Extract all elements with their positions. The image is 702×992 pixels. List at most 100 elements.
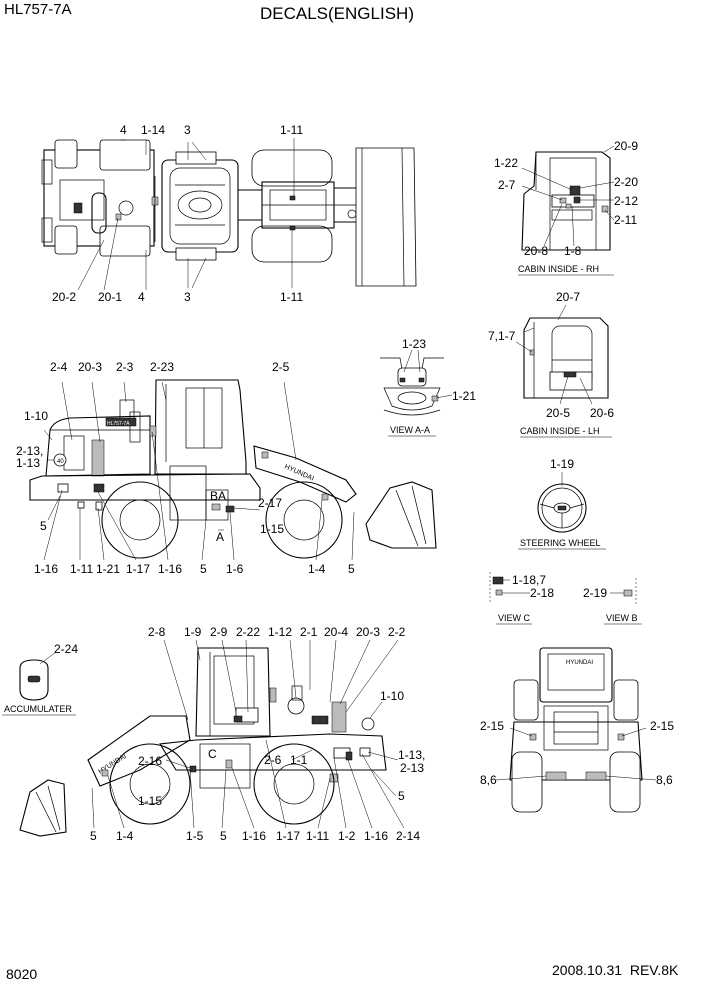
callout: 2-23	[150, 360, 174, 374]
callout: 1-16	[34, 562, 58, 576]
page-number: 8020	[6, 966, 38, 982]
side-view-right: HYUNDAI	[19, 639, 405, 837]
callout: 1-23	[402, 337, 426, 351]
callout: 5	[220, 829, 227, 843]
callout: 1-8	[564, 244, 582, 258]
caption-accumulater: ACCUMULATER	[4, 704, 72, 714]
callout: 1-17	[126, 562, 150, 576]
callout: 2-13	[400, 761, 424, 775]
caption-view-aa: VIEW A-A	[390, 425, 430, 435]
callout: 20-4	[324, 625, 348, 639]
callout: 1-15	[138, 794, 162, 808]
rear-callouts: 2-15 2-15 8,6 8,6	[480, 719, 674, 787]
callout: 4	[138, 290, 145, 304]
callout: 1-4	[308, 562, 326, 576]
callout: 1-21	[452, 389, 476, 403]
callout: 1-15	[260, 522, 284, 536]
callout: 5	[40, 519, 47, 533]
callout: 1-21	[96, 562, 120, 576]
view-a-a	[380, 349, 453, 416]
callout: 5	[200, 562, 207, 576]
callout: 1-17	[276, 829, 300, 843]
brand-decal: HYUNDAI	[283, 463, 315, 482]
callout: 20-7	[556, 290, 580, 304]
caption-cabin-lh: CABIN INSIDE - LH	[520, 426, 600, 436]
callout: 2-16	[138, 754, 162, 768]
callout: 1-19	[550, 457, 574, 471]
callout: 1-4	[116, 829, 134, 843]
callout: 1-11	[280, 123, 303, 137]
callout: 2-15	[650, 719, 674, 733]
letter: B	[210, 489, 218, 503]
speed-badge: 40	[57, 459, 64, 465]
callout: 1-16	[158, 562, 182, 576]
callout: 2-14	[396, 829, 420, 843]
callout: 20-5	[546, 406, 570, 420]
callout: 20-3	[78, 360, 102, 374]
callout: 2-2	[388, 625, 406, 639]
callout: 2-22	[236, 625, 260, 639]
callout: 1-11	[70, 562, 93, 576]
callout: 5	[348, 562, 355, 576]
callout: 1-1	[290, 753, 308, 767]
cabin-lh-callouts: 20-7 7,1-7 20-5 20-6	[488, 290, 614, 420]
callout: 1-13	[16, 456, 40, 470]
letter: A	[216, 530, 224, 544]
callout: 1-16	[242, 829, 266, 843]
callout: 2-3	[116, 360, 134, 374]
callout: 1-2	[338, 829, 356, 843]
caption-steering: STEERING WHEEL	[520, 538, 601, 548]
callout: 3	[184, 290, 191, 304]
callout: 2-15	[480, 719, 504, 733]
callout: 5	[398, 789, 405, 803]
callout: 1-13,	[398, 748, 425, 762]
top-view	[41, 138, 417, 291]
callout: 1-22	[494, 156, 518, 170]
callout: 20-3	[356, 625, 380, 639]
model-label: HL757-7A	[4, 1, 72, 18]
callout: 1-5	[186, 829, 204, 843]
callout: 1-10	[24, 409, 48, 423]
brand-decal-rear: HYUNDAI	[566, 660, 593, 666]
callout: 2-5	[272, 360, 290, 374]
rear-view: HYUNDAI	[495, 647, 657, 813]
callout: 2-18	[530, 586, 554, 600]
caption-view-b: VIEW B	[606, 613, 638, 623]
callout: 1-9	[184, 625, 202, 639]
top-view-callouts: 4 1-14 3 1-11 20-2 20-1 4 3 1-11	[52, 123, 303, 304]
callout: 20-6	[590, 406, 614, 420]
callout: 2-4	[50, 360, 68, 374]
view-b	[610, 578, 637, 604]
steering-wheel	[537, 472, 587, 533]
accumulator	[19, 651, 57, 701]
callout: 1-6	[226, 562, 244, 576]
letter: C	[208, 747, 217, 761]
model-decal: HL757-7A	[107, 421, 130, 427]
callout: 1-11	[306, 829, 329, 843]
callout: 20-8	[524, 244, 548, 258]
callout: 2-7	[498, 178, 516, 192]
revision-date: 2008.10.31 REV.8K	[552, 962, 679, 978]
callout: 1-12	[268, 625, 292, 639]
letter: A	[218, 489, 226, 503]
callout: 1-11	[280, 290, 303, 304]
callout: 8,6	[656, 773, 673, 787]
cabin-inside-lh	[515, 304, 609, 405]
view-c	[489, 572, 530, 604]
callout: 2-11	[614, 213, 637, 227]
callout: 7,1-7	[488, 329, 516, 343]
callout: 2-1	[300, 625, 318, 639]
callout: 2-24	[54, 642, 78, 656]
callout: 2-12	[614, 194, 638, 208]
callout: 2-13,	[16, 444, 43, 458]
callout: 20-2	[52, 290, 76, 304]
callout: 1-14	[141, 123, 165, 137]
side-view-left: 40 HL757-7A HYUNDAI	[29, 379, 437, 561]
callout: 4	[120, 123, 127, 137]
callout: 2-9	[210, 625, 228, 639]
callout: 8,6	[480, 773, 497, 787]
callout: 2-19	[583, 586, 607, 600]
callout: 2-6	[264, 753, 282, 767]
callout: 1-10	[380, 689, 404, 703]
